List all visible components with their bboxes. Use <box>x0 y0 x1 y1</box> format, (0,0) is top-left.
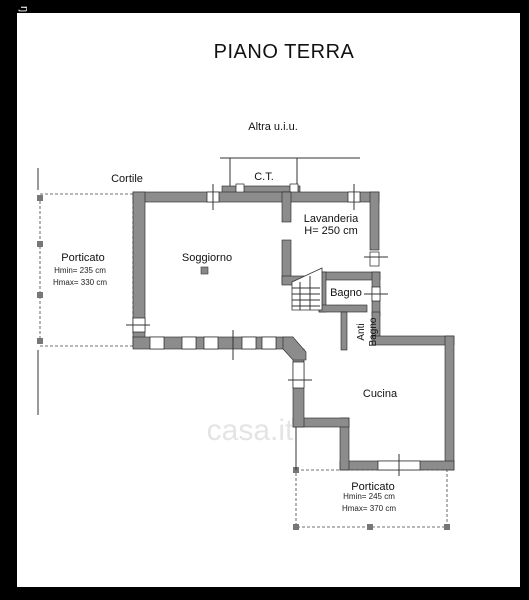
label-porticato-left-hmax: Hmax= 330 cm <box>53 278 107 287</box>
main-walls <box>132 191 455 471</box>
label-lavanderia: Lavanderia <box>304 213 359 225</box>
label-lavanderia-h: H= 250 cm <box>304 225 358 237</box>
plan-sheet <box>17 13 520 587</box>
label-anti: Anti <box>356 323 367 340</box>
label-porticato-bottom-hmax: Hmax= 370 cm <box>342 504 396 513</box>
label-soggiorno: Soggiorno <box>182 252 232 264</box>
label-ct: C.T. <box>254 171 274 183</box>
plan-title: PIANO TERRA <box>214 41 355 63</box>
label-bagno: Bagno <box>330 287 362 299</box>
tick-marks <box>126 184 400 476</box>
label-porticato-bottom-hmin: Hmin= 245 cm <box>343 492 395 501</box>
label-cucina: Cucina <box>363 388 398 400</box>
label-porticato-left: Porticato <box>61 252 104 264</box>
label-porticato-bottom: Porticato <box>351 481 394 493</box>
label-porticato-left-hmin: Hmin= 235 cm <box>54 266 106 275</box>
watermark: casa.it <box>207 414 294 447</box>
porticato-bottom-area <box>293 427 450 530</box>
porticato-left-area <box>37 193 134 347</box>
label-cortile: Cortile <box>111 173 143 185</box>
stair <box>291 267 323 311</box>
soggiorno-marker <box>200 266 209 275</box>
label-anti-bagno: Bagno <box>368 317 379 346</box>
label-altra-uiu: Altra u.i.u. <box>248 121 298 133</box>
